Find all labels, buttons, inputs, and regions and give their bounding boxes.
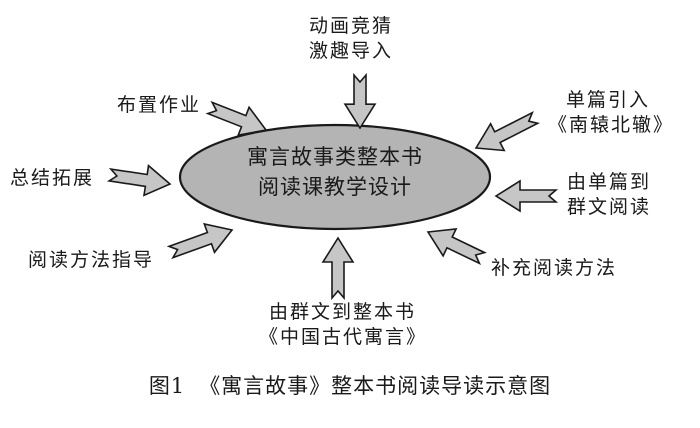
node-left: 总结拓展 bbox=[10, 166, 94, 191]
node-top-line-1: 动画竞猜 bbox=[309, 15, 394, 37]
node-top-right-line-1: 单篇引入 bbox=[566, 89, 651, 111]
figure-caption: 图1 《寓言故事》整本书阅读导读示意图 bbox=[0, 370, 700, 400]
arrow-left bbox=[106, 164, 172, 197]
central-title-line-2: 阅读课教学设计 bbox=[258, 175, 412, 199]
node-top-left: 布置作业 bbox=[117, 93, 201, 118]
arrow-top-left bbox=[205, 100, 268, 137]
central-title-line-1: 寓言故事类整本书 bbox=[247, 145, 423, 169]
node-top-right-line-2: 《南辕北辙》 bbox=[548, 114, 675, 136]
arrow-bottom bbox=[321, 236, 355, 301]
arrow-top-right bbox=[474, 111, 541, 152]
node-right: 由单篇到 群文阅读 bbox=[567, 170, 651, 220]
node-left-line-1: 总结拓展 bbox=[10, 167, 95, 189]
node-bottom-left-line-1: 阅读方法指导 bbox=[28, 249, 155, 271]
node-right-line-1: 由单篇到 bbox=[567, 171, 652, 193]
central-title: 寓言故事类整本书 阅读课教学设计 bbox=[180, 142, 490, 202]
central-ellipse bbox=[178, 123, 492, 231]
arrow-bottom-right bbox=[426, 227, 487, 266]
figure-caption-text: 《寓言故事》整本书阅读导读示意图 bbox=[199, 374, 552, 398]
arrow-top bbox=[343, 72, 377, 130]
arrow-bottom-left bbox=[166, 222, 234, 260]
node-top-right: 单篇引入 《南辕北辙》 bbox=[548, 88, 674, 138]
arrow-right bbox=[494, 179, 559, 213]
figure-number: 图1 bbox=[148, 374, 186, 398]
node-top-left-line-1: 布置作业 bbox=[117, 94, 202, 116]
node-right-line-2: 群文阅读 bbox=[567, 196, 652, 218]
node-bottom-right: 补充阅读方法 bbox=[491, 256, 617, 281]
node-top-line-2: 激趣导入 bbox=[309, 40, 394, 62]
node-bottom-line-2: 《中国古代寓言》 bbox=[259, 326, 428, 348]
node-bottom-line-1: 由群文到整本书 bbox=[269, 301, 417, 323]
node-bottom: 由群文到整本书 《中国古代寓言》 bbox=[259, 300, 427, 350]
node-bottom-right-line-1: 补充阅读方法 bbox=[491, 257, 618, 279]
node-top: 动画竞猜 激趣导入 bbox=[309, 14, 393, 64]
arrow-group bbox=[106, 72, 559, 301]
node-bottom-left: 阅读方法指导 bbox=[28, 248, 154, 273]
